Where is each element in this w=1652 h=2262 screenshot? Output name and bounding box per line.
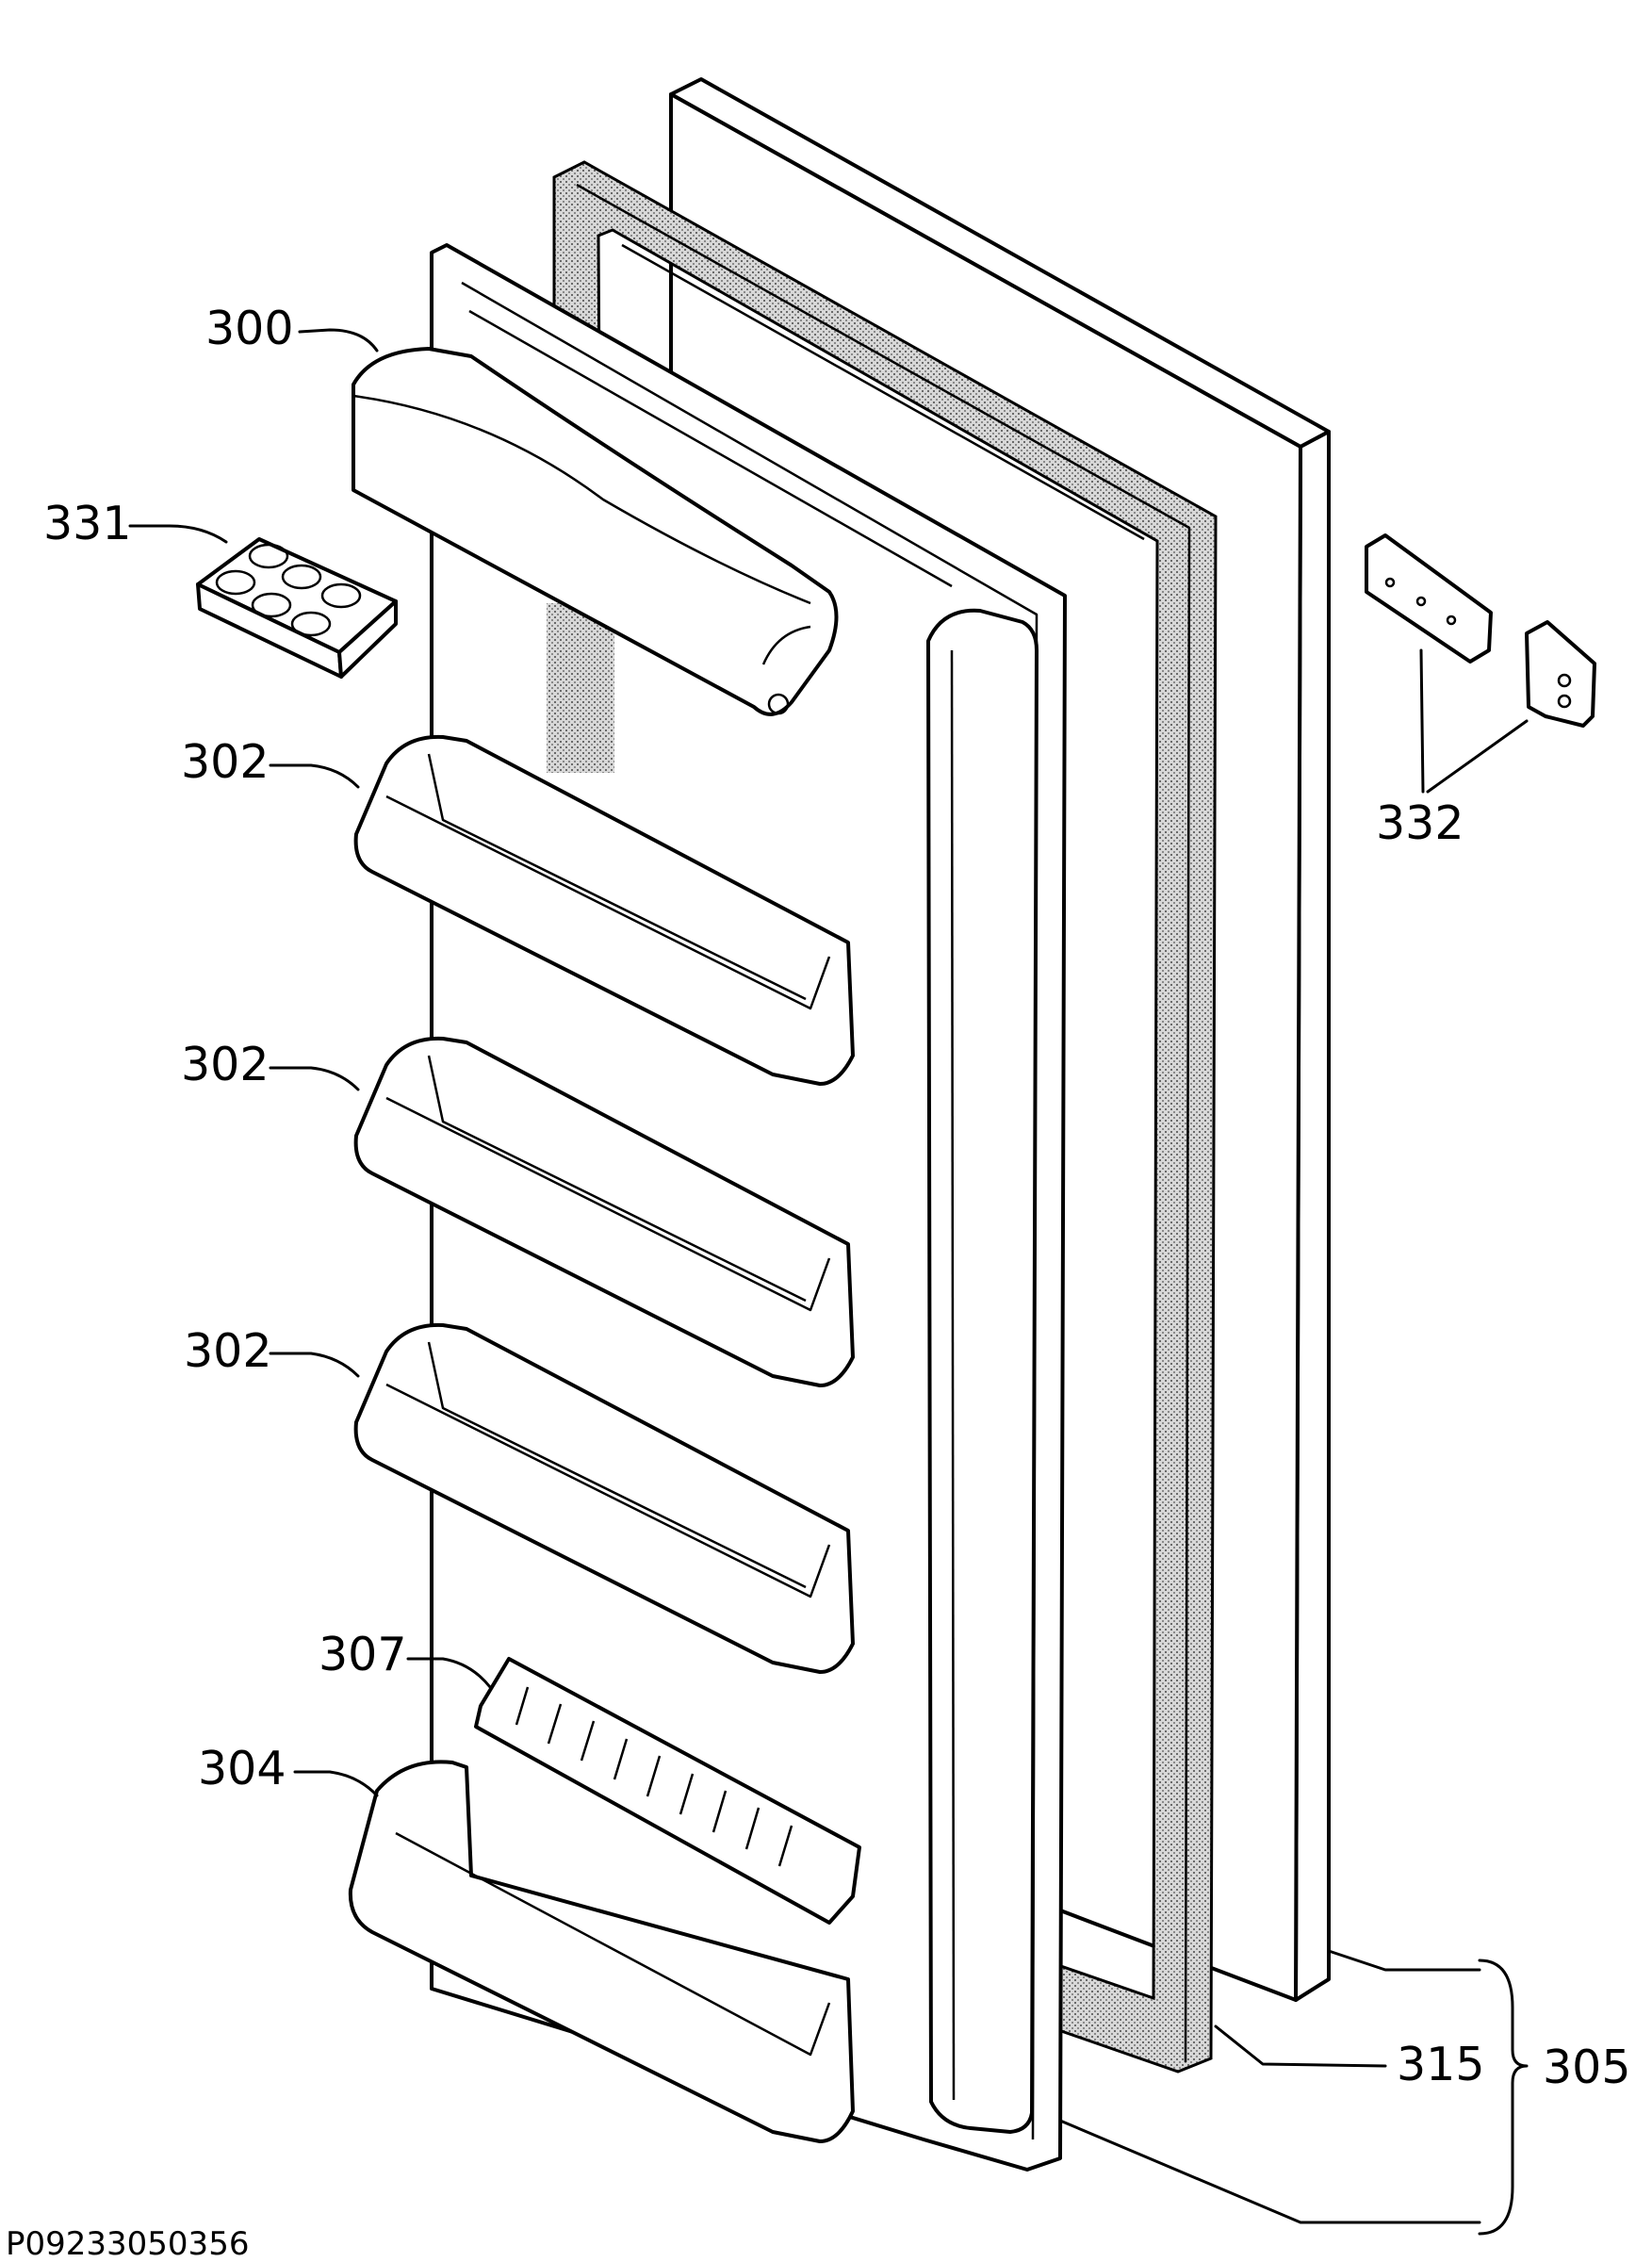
label-332: 332 (1376, 796, 1464, 850)
hinge-bracket (1525, 620, 1596, 728)
label-302-top: 302 (181, 735, 270, 789)
dairy-compartment-cover (352, 347, 839, 716)
door-shelf-lower (353, 1322, 855, 1674)
label-302-lower: 302 (184, 1324, 272, 1378)
label-331: 331 (43, 497, 132, 550)
door-rail (926, 608, 1039, 2134)
label-315: 315 (1397, 2038, 1485, 2091)
label-302-middle: 302 (181, 1038, 270, 1091)
drawing-code: P09233050356 (6, 2225, 249, 2262)
bottle-rack-insert (474, 1657, 861, 1925)
label-300: 300 (205, 302, 294, 355)
label-305: 305 (1543, 2041, 1631, 2094)
door-shelf-top (353, 734, 855, 1086)
bottle-shelf (348, 1760, 855, 2143)
door-shelf-middle (353, 1036, 855, 1387)
label-304: 304 (198, 1742, 286, 1795)
label-307: 307 (319, 1628, 407, 1681)
hinge-plate (1365, 533, 1493, 664)
liner-texture (547, 603, 614, 773)
leader-lines (128, 328, 1529, 2236)
egg-tray (196, 537, 398, 679)
